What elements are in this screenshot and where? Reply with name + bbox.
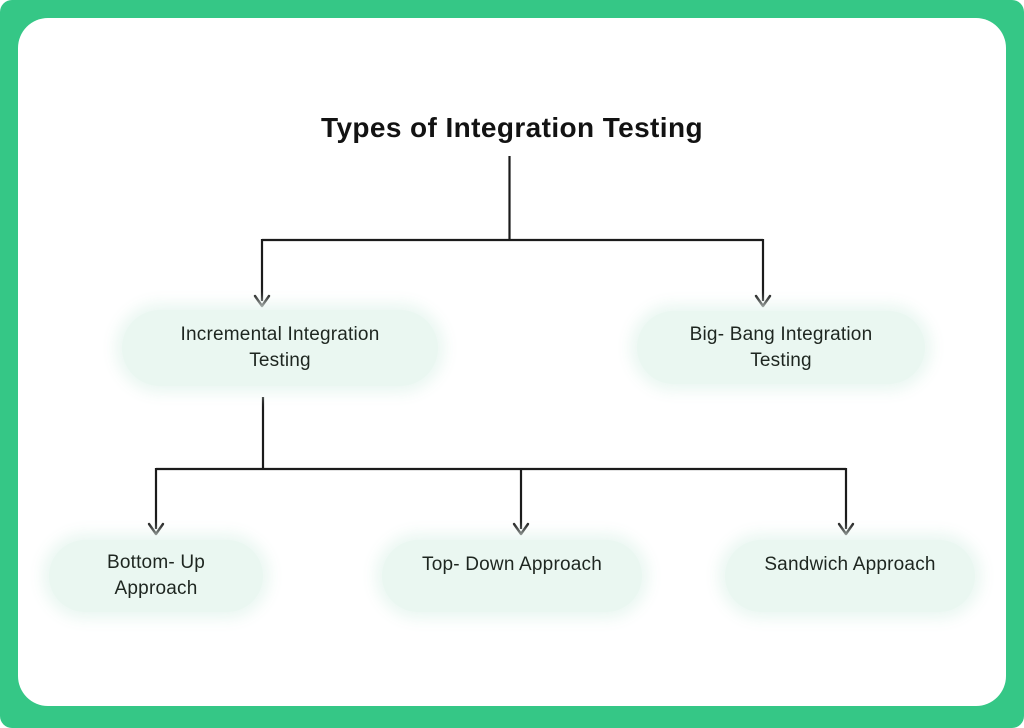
node-label: Bottom- Up Approach <box>106 552 206 599</box>
node-label: Incremental Integration Testing <box>180 324 380 371</box>
node-big-bang-integration-testing: Big- Bang Integration Testing <box>637 311 925 384</box>
diagram-title: Types of Integration Testing <box>321 112 703 143</box>
node-incremental-integration-testing: Incremental Integration Testing <box>122 310 438 386</box>
node-sandwich-approach: Sandwich Approach <box>725 540 975 612</box>
node-label: Top- Down Approach <box>422 554 602 575</box>
node-bottom-up-approach: Bottom- Up Approach <box>49 540 263 612</box>
node-label: Big- Bang Integration Testing <box>689 323 873 371</box>
node-top-down-approach: Top- Down Approach <box>382 540 642 612</box>
node-label: Sandwich Approach <box>764 554 936 575</box>
